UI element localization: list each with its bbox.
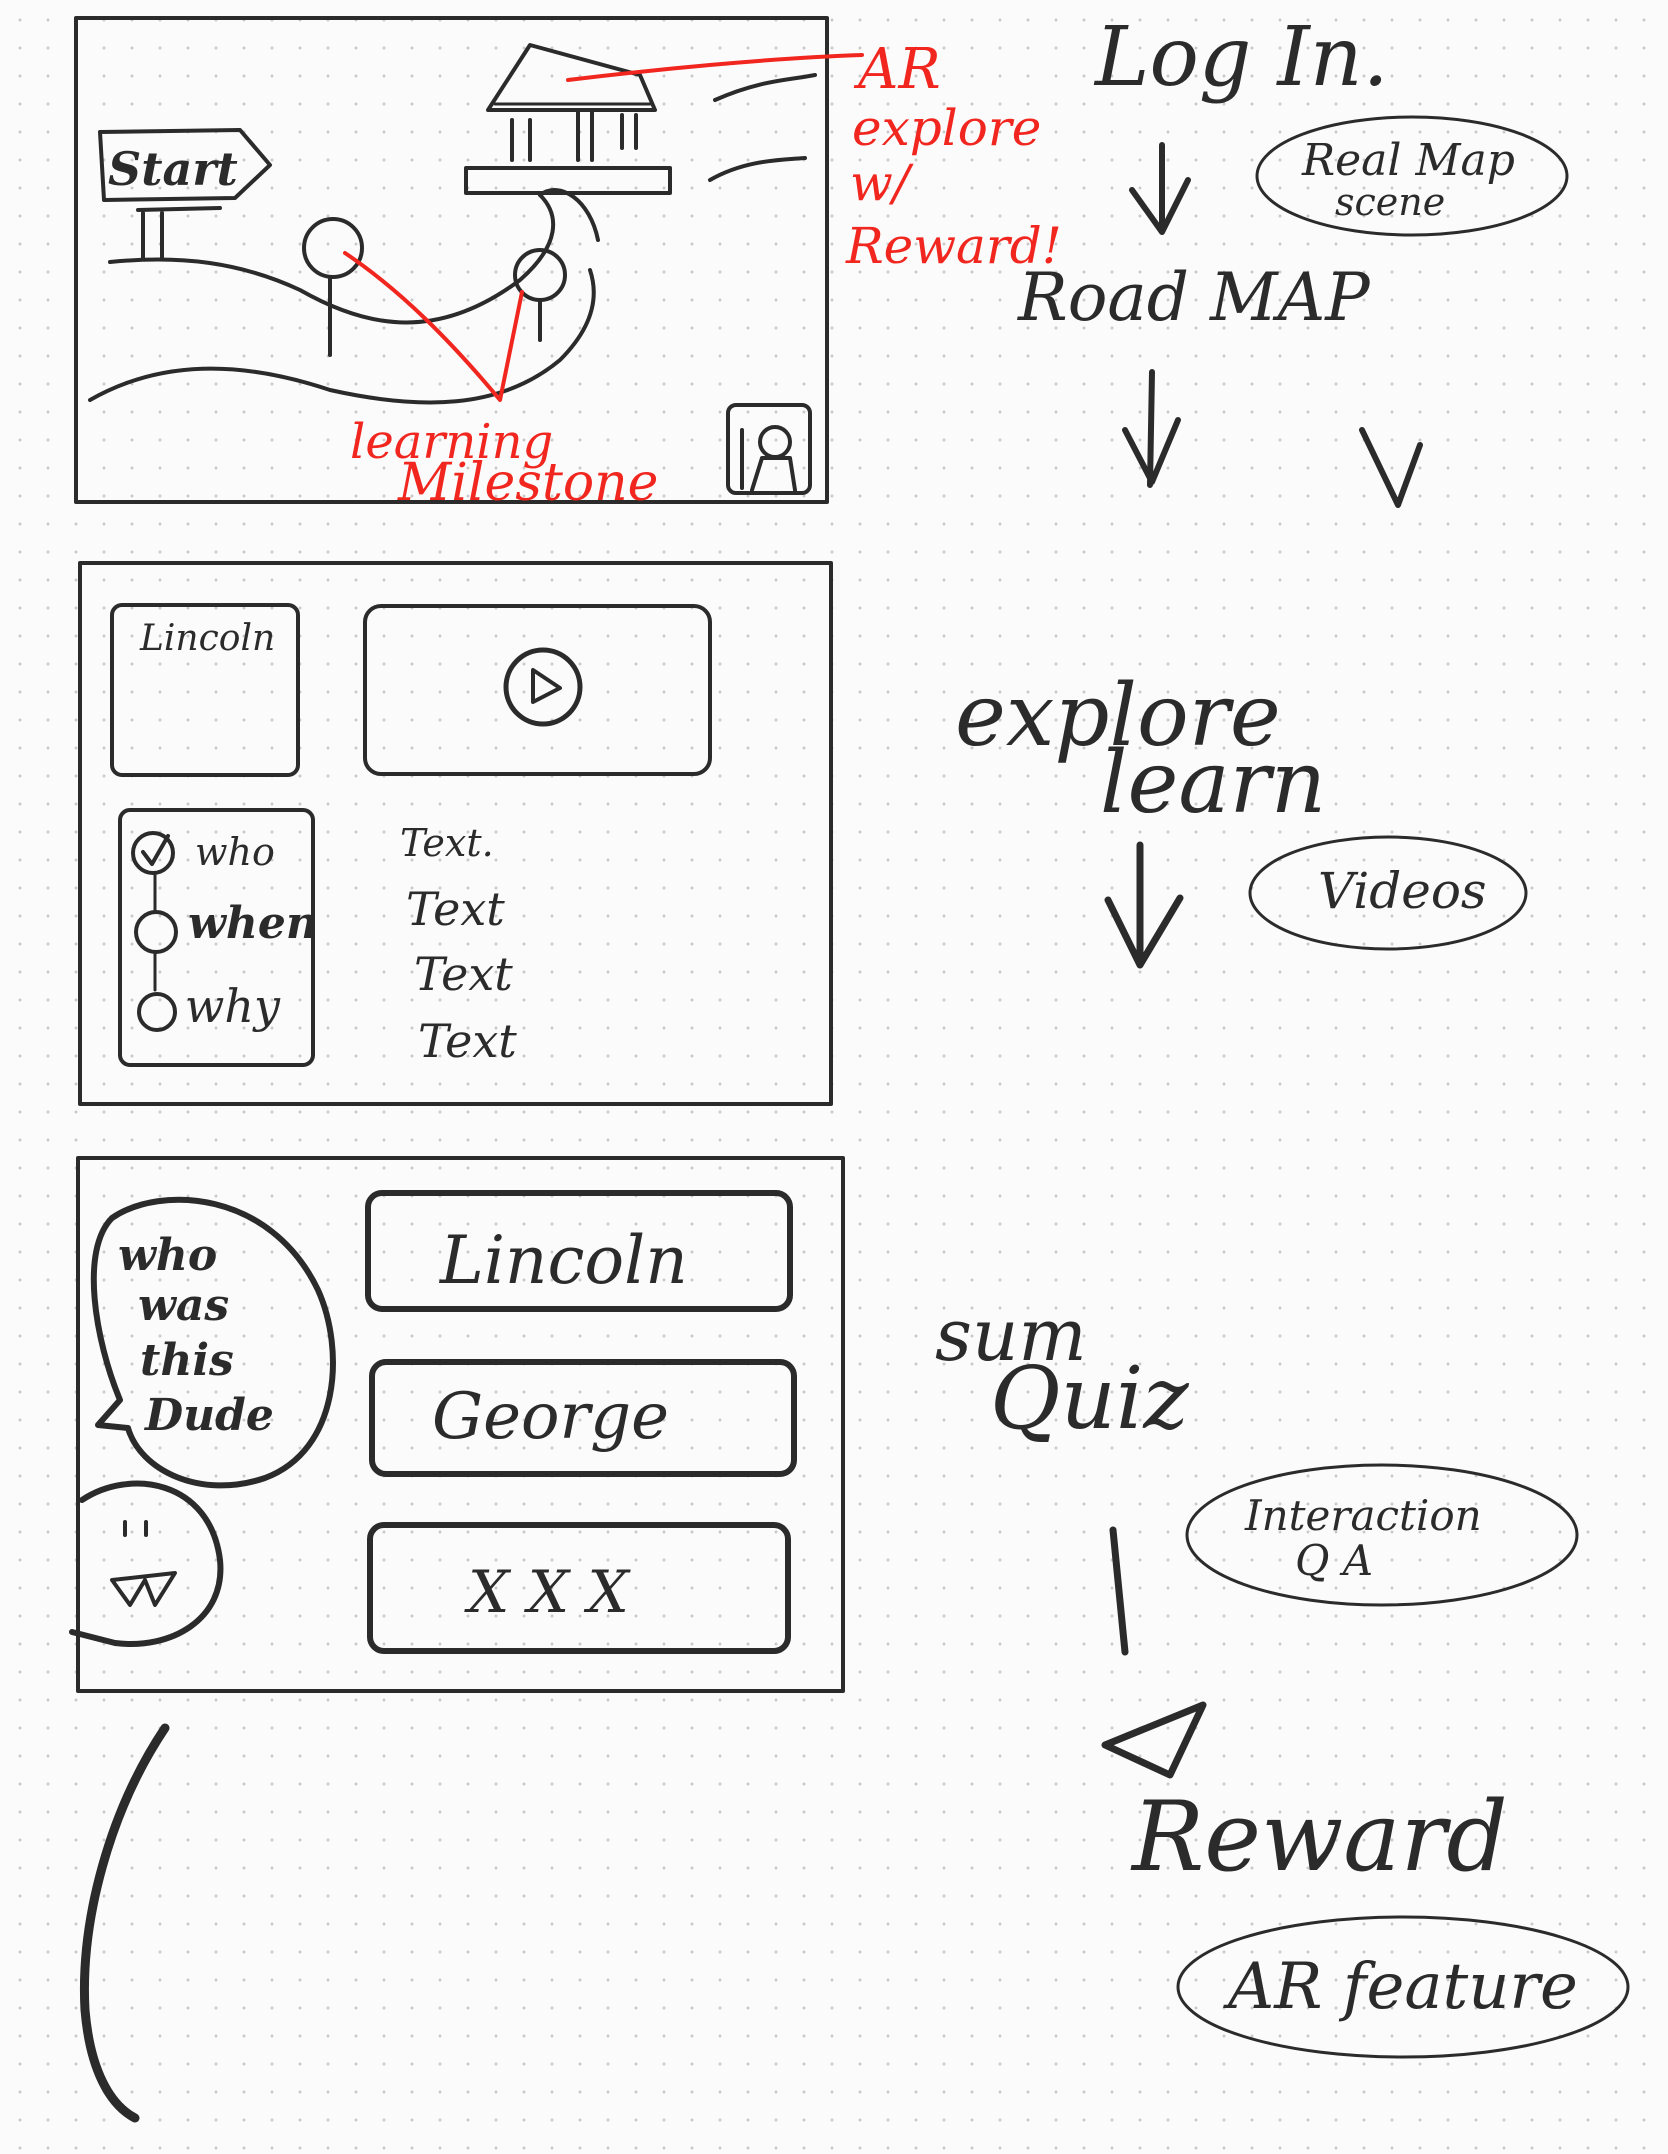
path-lines-lower [88, 268, 596, 405]
checklist-item: when [188, 898, 318, 949]
note-bubble [1255, 115, 1569, 237]
flow-explore: explore [955, 666, 1281, 766]
text-line: Text. [400, 821, 494, 865]
quiz-screen: who was this Dude Lincoln George X X X [69, 1156, 845, 1693]
ar-annotation-line-2: explore [852, 99, 1041, 157]
ar-annotation-line-4: Reward! [845, 217, 1062, 275]
text-line: Text [414, 947, 513, 1001]
answer-option-label: X X X [464, 1558, 631, 1626]
arrow-down-icon [1122, 369, 1181, 488]
flow-quiz: Quiz [990, 1349, 1189, 1449]
text-line: Text [418, 1014, 517, 1068]
ar-pointer-line [566, 53, 864, 82]
hill-right [713, 73, 817, 102]
speech-bubble-line: who [118, 1230, 217, 1281]
hill-line [538, 188, 600, 242]
flow-login: Log In. [1093, 10, 1389, 105]
roadmap-screen: Start AR explore w/ [74, 16, 1062, 513]
answer-option[interactable] [365, 1190, 793, 1312]
arrow-down-icon [1359, 427, 1423, 508]
checklist-item: who [195, 830, 275, 874]
note-interaction-line-1: Interaction [1244, 1491, 1482, 1540]
ar-annotation-line-1: AR [853, 37, 941, 102]
note-bubble [1248, 835, 1528, 951]
profile-icon[interactable] [726, 403, 812, 495]
ar-annotation-line-3: w/ [850, 154, 914, 212]
check-icon[interactable] [131, 831, 175, 875]
mascot-face-icon [69, 1480, 224, 1647]
arrow-down-icon [1101, 1701, 1207, 1779]
answer-option-label: George [432, 1380, 669, 1454]
note-videos: Videos [1318, 862, 1487, 920]
bracket-stroke [79, 1723, 170, 2123]
note-real-map-line-1: Real Map [1301, 135, 1515, 186]
flow-reward: Reward [1130, 1781, 1508, 1893]
answer-option[interactable] [367, 1522, 791, 1654]
speech-bubble-line: was [138, 1280, 229, 1331]
learn-frame [78, 561, 833, 1106]
note-bubble [1185, 1463, 1579, 1607]
temple-icon[interactable] [464, 43, 672, 195]
milestone-annotation-line-2: Milestone [397, 453, 658, 513]
speech-bubble-line: Dude [143, 1390, 274, 1441]
note-interaction-line-2: Q A [1295, 1536, 1373, 1585]
note-bubble [1176, 1915, 1630, 2059]
speech-bubble [90, 1196, 336, 1489]
speech-bubble-line: this [140, 1335, 234, 1386]
video-panel[interactable] [363, 604, 712, 776]
arrow-down-icon [1129, 142, 1191, 235]
note-ar-feature: AR feature [1223, 1950, 1578, 2024]
start-sign-label: Start [108, 142, 238, 196]
path-lines [108, 193, 555, 325]
flow-column: Log In. Real Map scene Road MAP explore … [935, 10, 1630, 2059]
learn-screen: Lincoln who when why Text. Text Text Tex… [78, 561, 833, 1106]
step-circle-icon[interactable] [134, 910, 178, 954]
note-real-map-line-2: scene [1335, 180, 1445, 224]
hill-right-2 [708, 156, 807, 182]
topic-card[interactable] [110, 603, 300, 777]
flow-roadmap: Road MAP [1017, 259, 1371, 336]
flow-connector [1109, 1526, 1129, 1656]
quiz-frame [76, 1156, 845, 1693]
milestone-node[interactable] [302, 217, 364, 279]
progress-checklist [118, 808, 315, 1067]
arrow-down-icon [1104, 841, 1184, 969]
step-circle-icon[interactable] [137, 992, 177, 1032]
flow-learn: learn [1100, 733, 1326, 833]
start-sign [98, 128, 272, 202]
roadmap-frame [74, 16, 829, 504]
milestone-annotation-line-1: learning [350, 414, 553, 470]
answer-option[interactable] [369, 1359, 797, 1477]
milestone-pointer-lines [343, 251, 524, 402]
answer-option-label: Lincoln [439, 1222, 688, 1299]
flow-sum: sum [935, 1293, 1087, 1377]
checklist-item: why [185, 979, 281, 1033]
play-icon[interactable] [503, 647, 583, 727]
text-line: Text [406, 882, 505, 936]
topic-card-title: Lincoln [139, 618, 275, 659]
